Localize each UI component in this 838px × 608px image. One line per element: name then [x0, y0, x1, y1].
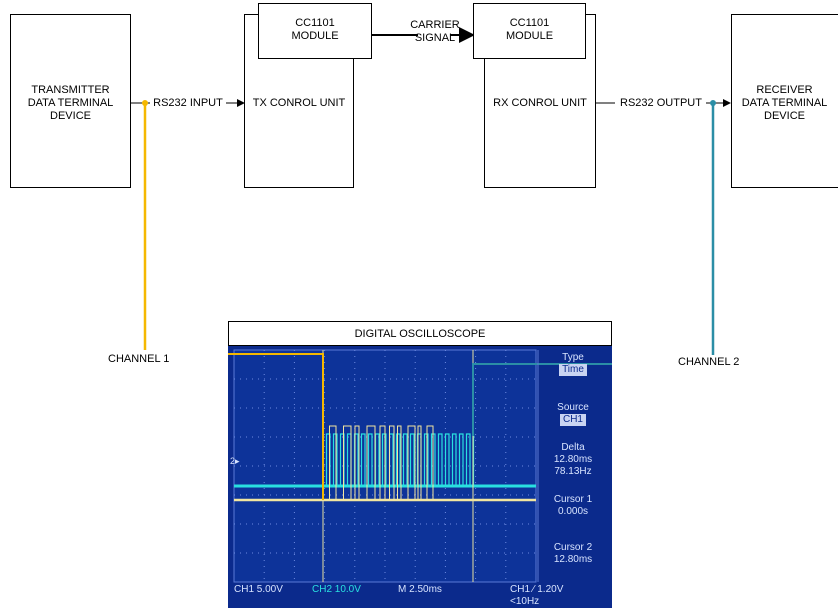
trigger-level: CH1 ⁄ 1.20V — [510, 584, 564, 595]
channel2-label: CHANNEL 2 — [678, 356, 740, 368]
channel1-probe-dot — [142, 100, 148, 106]
panel-cursor1[interactable]: Cursor 1 0.000s — [538, 494, 608, 518]
measure-panel: Type Time Source CH1 Delta 12.80ms 78.13… — [538, 350, 612, 582]
channel1-label: CHANNEL 1 — [108, 353, 170, 365]
panel-type-value: Time — [559, 364, 587, 376]
rx-unit-label: RX CONROL UNIT — [493, 97, 587, 109]
tx-module-label: CC1101 MODULE — [291, 17, 339, 42]
panel-cursor1-label: Cursor 1 — [553, 494, 593, 505]
panel-cursor2[interactable]: Cursor 2 12.80ms — [538, 542, 608, 566]
panel-source-value: CH1 — [559, 414, 586, 426]
tx-module-box — [258, 3, 372, 59]
rx-module-box — [473, 3, 586, 59]
transmitter-label: TRANSMITTER DATA TERMINAL DEVICE — [27, 84, 114, 122]
rs232-output-label: RS232 OUTPUT — [620, 97, 702, 109]
panel-cursor2-label: Cursor 2 — [553, 542, 593, 553]
receiver-box — [731, 14, 838, 188]
panel-delta[interactable]: Delta 12.80ms 78.13Hz — [538, 442, 608, 478]
trigger-freq: <10Hz — [510, 596, 540, 607]
oscilloscope-plot: 2▸ — [228, 346, 612, 608]
oscilloscope-screen: 2▸ Type Time Source CH1 Delta 12.80ms 78… — [228, 346, 612, 608]
panel-cursor1-value: 0.000s — [557, 506, 589, 517]
ch1-scale: CH1 5.00V — [234, 584, 283, 595]
tx-unit-label: TX CONROL UNIT — [252, 97, 346, 109]
panel-delta-value: 12.80ms 78.13Hz — [553, 454, 593, 477]
receiver-label: RECEIVER DATA TERMINAL DEVICE — [741, 84, 828, 122]
timebase: M 2.50ms — [398, 584, 442, 595]
transmitter-box — [10, 14, 131, 188]
panel-type[interactable]: Type Time — [538, 352, 608, 376]
carrier-label: CARRIER SIGNAL — [410, 19, 460, 44]
panel-source[interactable]: Source CH1 — [538, 402, 608, 426]
ch2-scale: CH2 10.0V — [312, 584, 361, 595]
panel-source-label: Source — [557, 402, 589, 413]
panel-type-label: Type — [562, 352, 584, 363]
rs232-input-label: RS232 INPUT — [153, 97, 223, 109]
channel2-probe-dot — [710, 100, 716, 106]
panel-cursor2-value: 12.80ms — [553, 554, 593, 565]
panel-delta-label: Delta — [561, 442, 585, 453]
oscilloscope-title: DIGITAL OSCILLOSCOPE — [228, 321, 612, 346]
channel1-screen-line — [228, 353, 324, 500]
rx-module-label: CC1101 MODULE — [505, 17, 554, 42]
ground-marker: 2▸ — [230, 456, 240, 466]
